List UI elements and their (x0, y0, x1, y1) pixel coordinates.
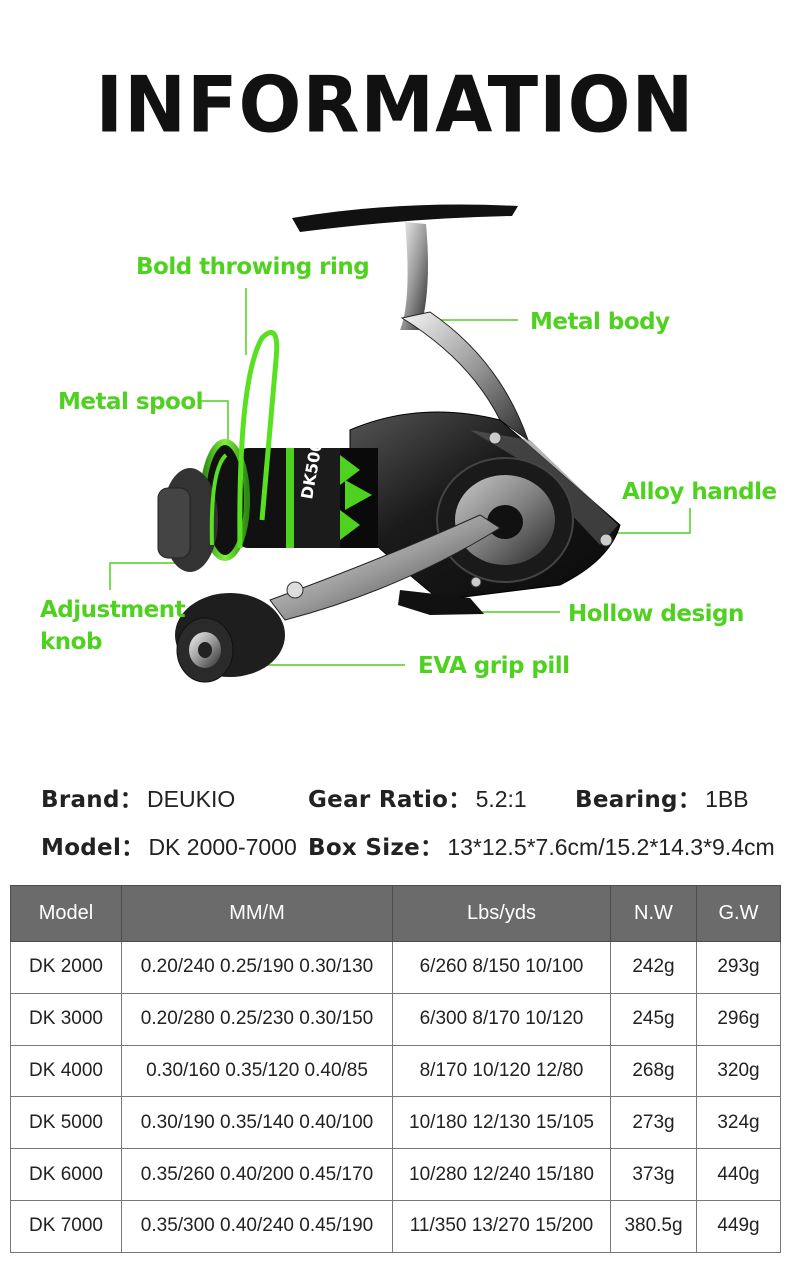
callout-eva-grip: EVA grip pill (418, 653, 570, 679)
spec-bearing-label: Bearing： (575, 787, 702, 813)
table-cell: DK 6000 (10, 1148, 122, 1201)
table-row: DK 7000 0.35/300 0.40/240 0.45/190 11/35… (10, 1199, 781, 1253)
spec-gear-value: 5.2:1 (475, 786, 527, 812)
table-cell: 273g (610, 1096, 697, 1150)
spec-model-label: Model： (41, 835, 145, 861)
table-cell: 293g (696, 941, 781, 994)
callout-alloy-handle: Alloy handle (622, 479, 777, 505)
table-header-cell: Model (10, 885, 122, 942)
table-cell: 296g (696, 992, 781, 1046)
callout-hollow-design: Hollow design (568, 601, 744, 627)
table-cell: 440g (696, 1148, 781, 1201)
table-header-cell: MM/M (121, 885, 393, 942)
throwing-ring (237, 330, 280, 549)
specs-table: Model MM/M Lbs/yds N.W G.W DK 2000 0.20/… (10, 885, 781, 1253)
table-cell: DK 7000 (10, 1199, 122, 1253)
table-header-cell: G.W (696, 885, 781, 942)
table-cell: 6/300 8/170 10/120 (392, 992, 611, 1046)
table-cell: 6/260 8/150 10/100 (392, 941, 611, 994)
table-cell: 380.5g (610, 1199, 697, 1253)
table-cell: 8/170 10/120 12/80 (392, 1044, 611, 1098)
callout-metal-body: Metal body (530, 309, 670, 335)
table-cell: 245g (610, 992, 697, 1046)
table-cell: 268g (610, 1044, 697, 1098)
table-row: DK 3000 0.20/280 0.25/230 0.30/150 6/300… (10, 992, 781, 1046)
table-cell: DK 5000 (10, 1096, 122, 1150)
table-cell: 0.20/240 0.25/190 0.30/130 (121, 941, 393, 994)
table-cell: 373g (610, 1148, 697, 1201)
spec-model-value: DK 2000-7000 (148, 834, 297, 860)
table-cell: 0.20/280 0.25/230 0.30/150 (121, 992, 393, 1046)
table-cell: DK 3000 (10, 992, 122, 1046)
spec-bearing: Bearing：1BB (575, 780, 749, 814)
table-header-row: Model MM/M Lbs/yds N.W G.W (10, 885, 781, 942)
spec-brand: Brand：DEUKIO (41, 780, 235, 814)
crank-arm (269, 514, 501, 621)
table-cell: DK 4000 (10, 1044, 122, 1098)
spec-box-size: Box Size：13*12.5*7.6cm/15.2*14.3*9.4cm (308, 828, 775, 862)
table-cell: 324g (696, 1096, 781, 1150)
spec-bearing-value: 1BB (705, 786, 749, 812)
table-cell: 10/180 12/130 15/105 (392, 1096, 611, 1150)
table-row: DK 6000 0.35/260 0.40/200 0.45/170 10/28… (10, 1148, 781, 1201)
spec-gear-label: Gear Ratio： (308, 787, 472, 813)
table-row: DK 4000 0.30/160 0.35/120 0.40/85 8/170 … (10, 1044, 781, 1098)
table-cell: 0.35/260 0.40/200 0.45/170 (121, 1148, 393, 1201)
table-cell: 0.35/300 0.40/240 0.45/190 (121, 1199, 393, 1253)
callout-adjustment-knob: Adjustment knob (40, 597, 186, 655)
table-cell: 0.30/160 0.35/120 0.40/85 (121, 1044, 393, 1098)
callout-throwing-ring: Bold throwing ring (136, 254, 370, 280)
handle-t-bar (292, 204, 518, 232)
spec-box-label: Box Size： (308, 835, 444, 861)
spec-brand-value: DEUKIO (147, 786, 236, 812)
table-cell: 0.30/190 0.35/140 0.40/100 (121, 1096, 393, 1150)
table-cell: 242g (610, 941, 697, 994)
table-cell: 320g (696, 1044, 781, 1098)
table-row: DK 2000 0.20/240 0.25/190 0.30/130 6/260… (10, 941, 781, 994)
callout-metal-spool: Metal spool (58, 389, 204, 415)
table-row: DK 5000 0.30/190 0.35/140 0.40/100 10/18… (10, 1096, 781, 1150)
spec-gear-ratio: Gear Ratio：5.2:1 (308, 780, 527, 814)
spec-box-value: 13*12.5*7.6cm/15.2*14.3*9.4cm (447, 834, 775, 860)
table-cell: 449g (696, 1199, 781, 1253)
adjustment-knob (157, 487, 191, 559)
table-cell: DK 2000 (10, 941, 122, 994)
table-cell: 10/280 12/240 15/180 (392, 1148, 611, 1201)
table-cell: 11/350 13/270 15/200 (392, 1199, 611, 1253)
page-title: INFORMATION (95, 59, 695, 151)
table-header-cell: Lbs/yds (392, 885, 611, 942)
table-header-cell: N.W (610, 885, 697, 942)
spec-brand-label: Brand： (41, 787, 144, 813)
spec-model: Model：DK 2000-7000 (41, 828, 297, 862)
reel-illustration: DK5000 (109, 204, 691, 683)
